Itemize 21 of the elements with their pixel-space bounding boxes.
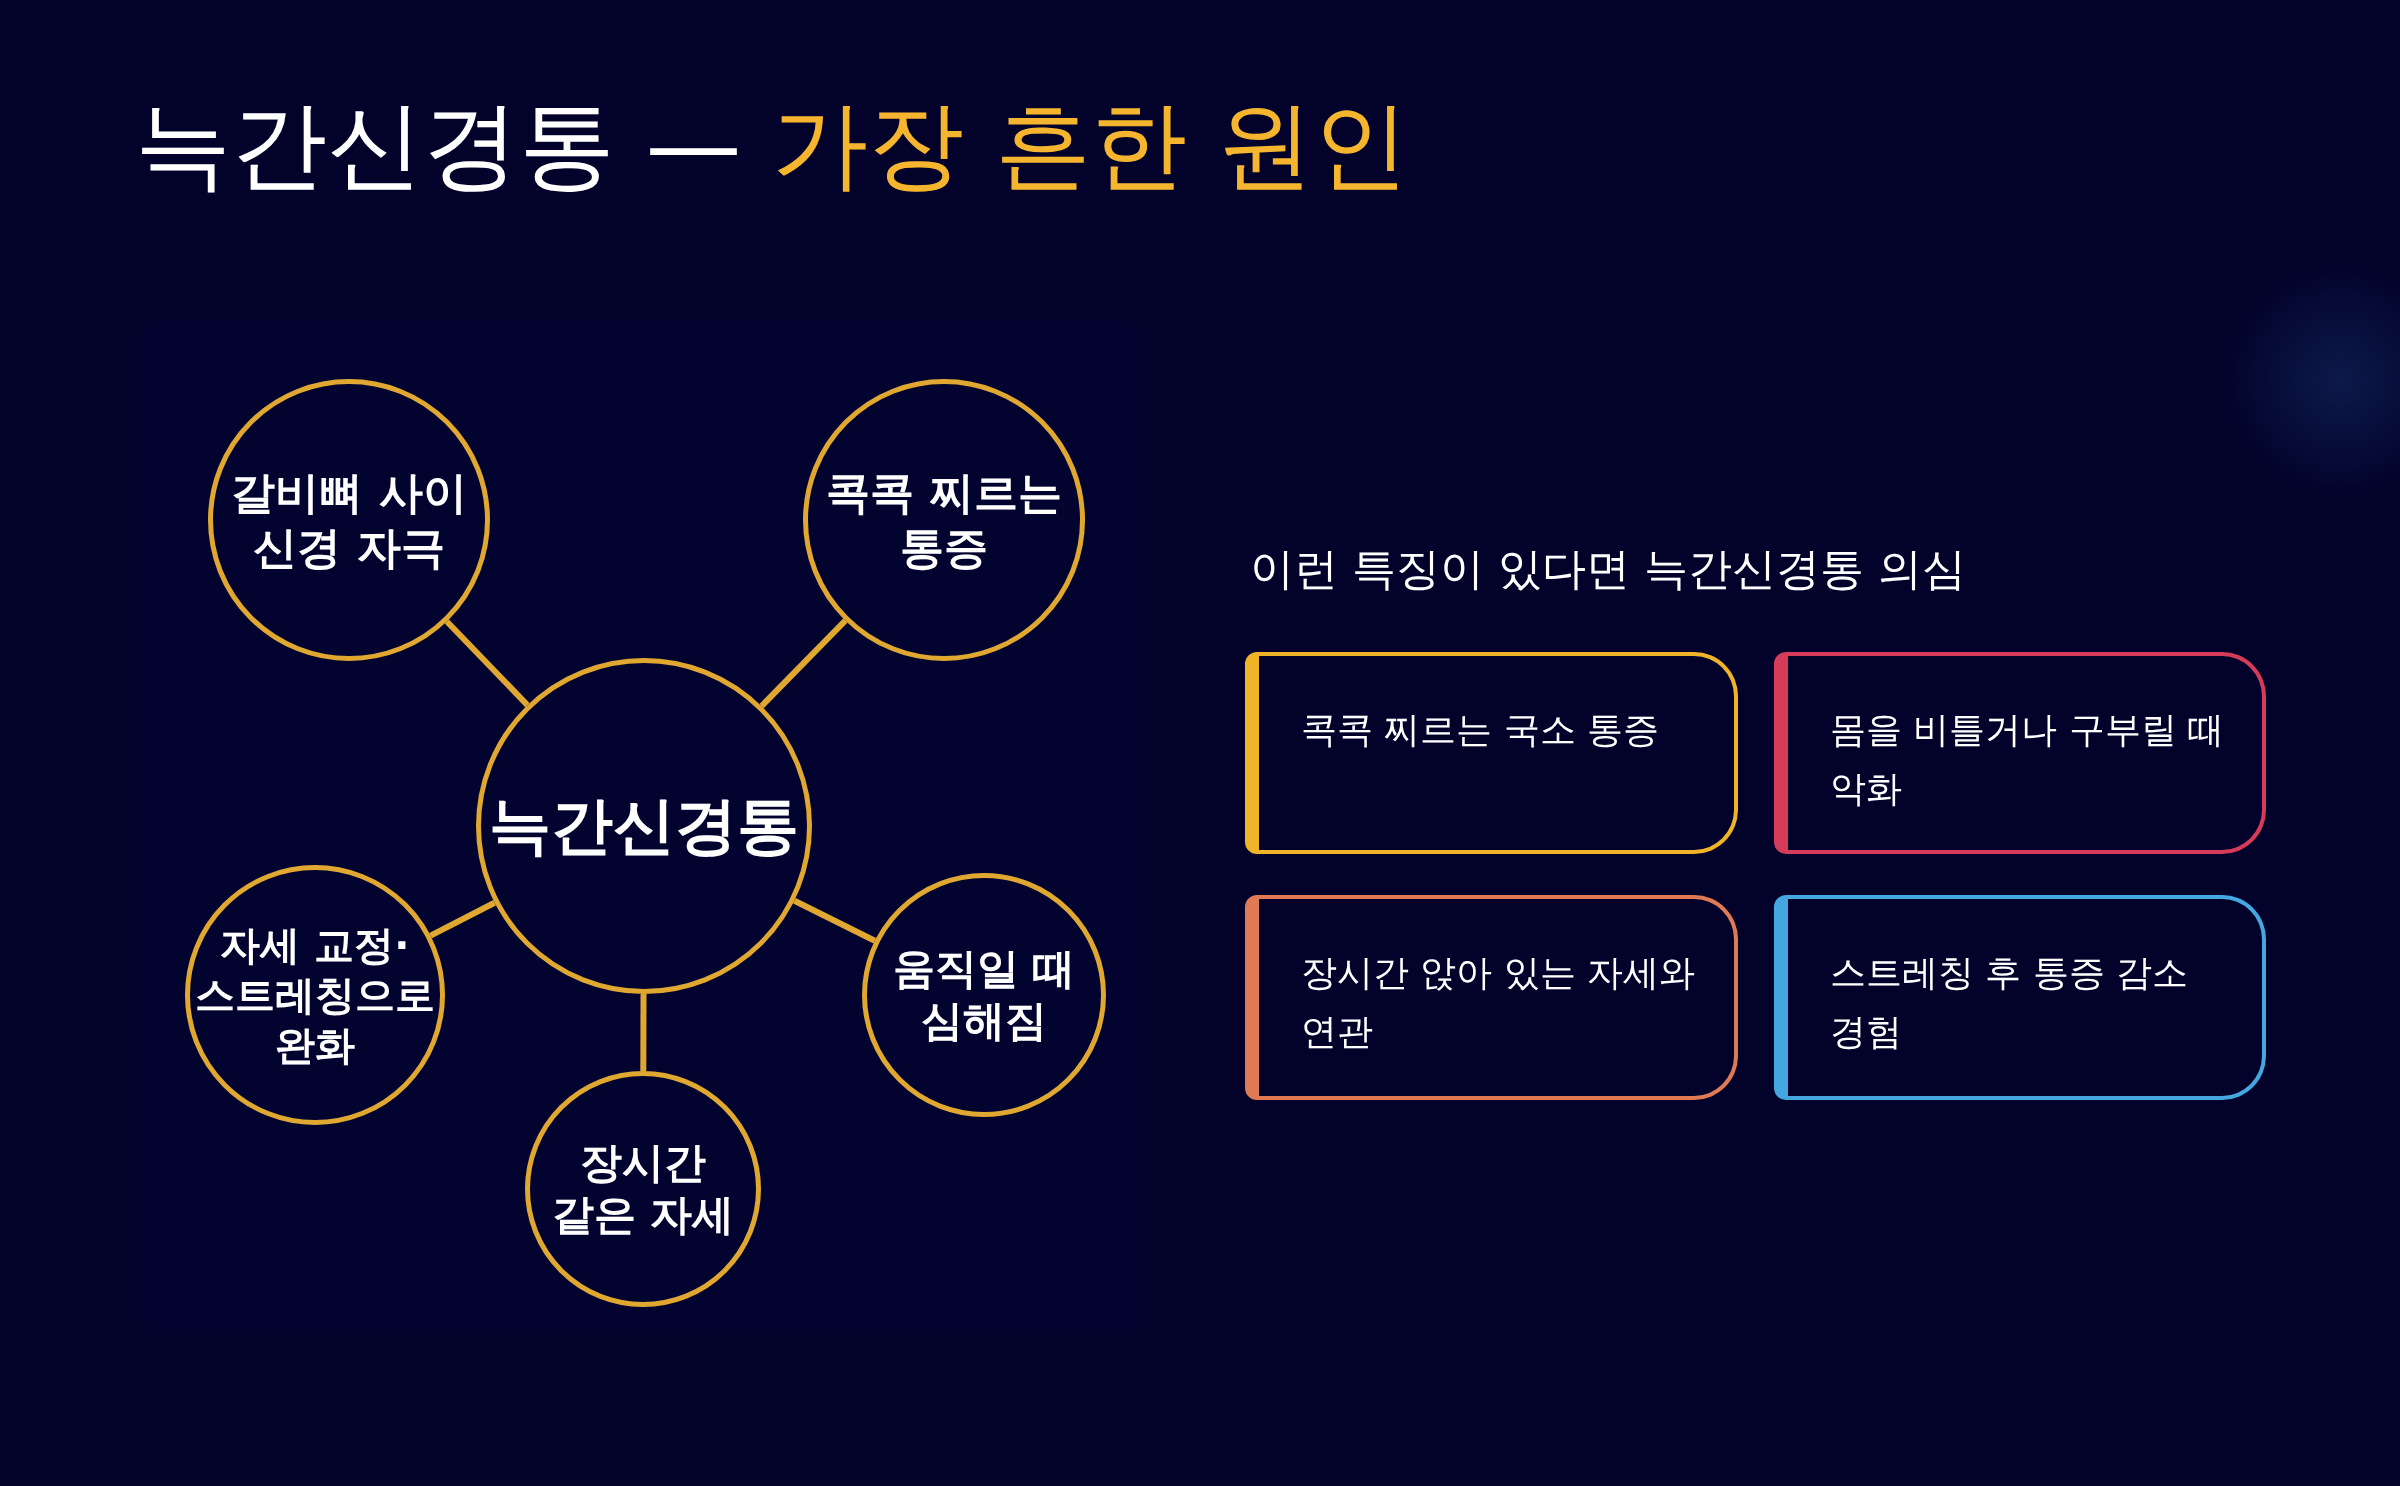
card-text: 몸을 비틀거나 구부릴 때 악화: [1830, 708, 2226, 812]
circle-label: 장시간 같은 자세: [550, 1136, 736, 1241]
slide-title: 늑간신경통 — 가장 흔한 원인: [135, 88, 1410, 203]
connector-line: [429, 900, 496, 939]
connector-line: [793, 898, 877, 944]
circle-label: 늑간신경통: [488, 788, 800, 865]
card-text: 콕콕 찌르는 국소 통증: [1301, 708, 1661, 752]
card-text: 장시간 앉아 있는 자세와 연관: [1301, 951, 1697, 1055]
feature-card: [1245, 652, 1738, 854]
card-text: 스트레칭 후 통증 감소 경험: [1830, 951, 2190, 1055]
feature-card: [1245, 895, 1738, 1100]
connector-line: [640, 994, 647, 1071]
connector-line: [759, 618, 848, 709]
circle-label: 콕콕 찌르는 통증: [825, 466, 1063, 575]
feature-card: [1774, 895, 2266, 1100]
circle-label: 자세 교정·스트레칭으로 완화: [194, 921, 436, 1070]
circle-label: 움직일 때 심해짐: [891, 942, 1077, 1047]
section-heading: 이런 특징이 있다면 늑간신경통 의심: [1250, 542, 1966, 596]
feature-card: [1774, 652, 2266, 854]
circle-label: 갈비뼈 사이 신경 자극: [230, 466, 468, 575]
connector-line: [444, 619, 530, 708]
